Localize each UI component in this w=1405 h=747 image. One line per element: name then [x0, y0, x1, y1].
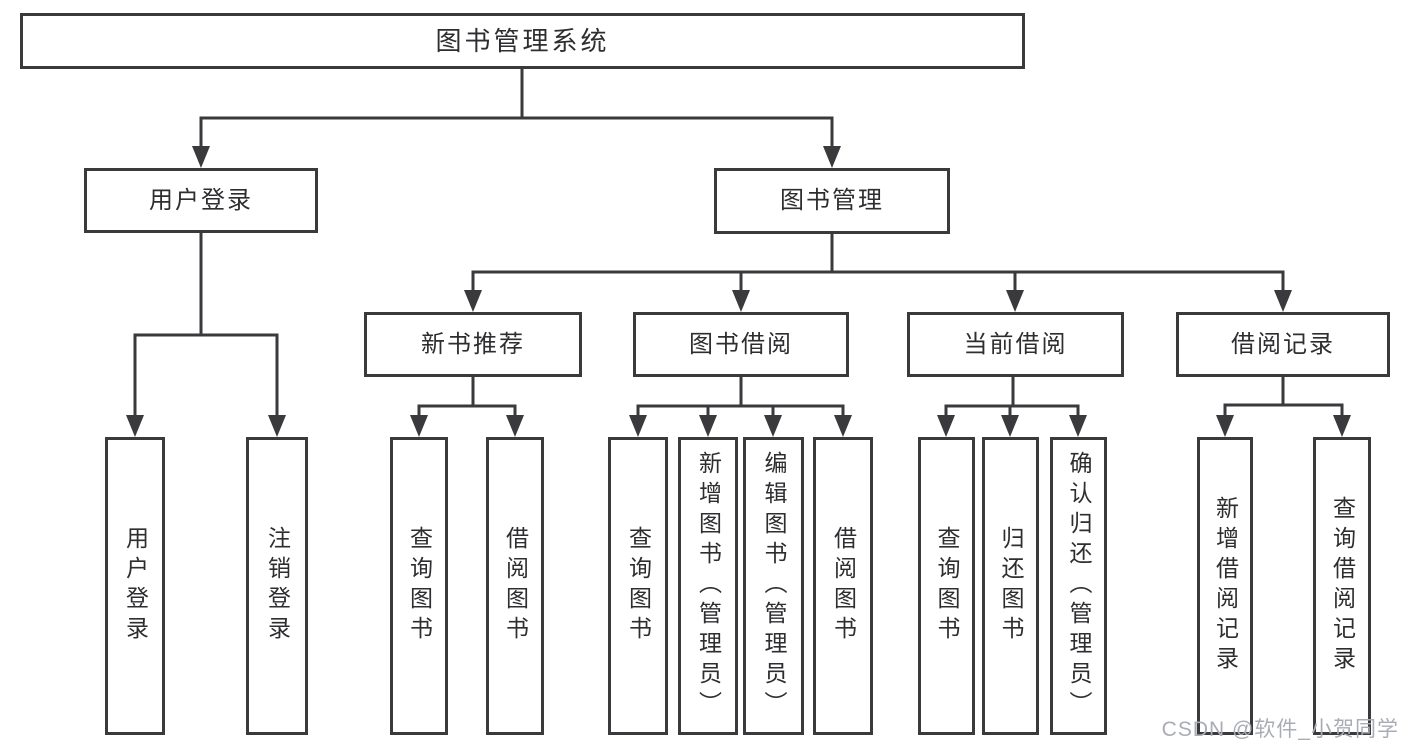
node-new-book-recommendation: 新书推荐: [364, 312, 582, 377]
node-user-login-module: 用户登录: [84, 168, 318, 233]
leaf-user-login: 用户登录: [105, 437, 165, 735]
node-book-management-module: 图书管理: [714, 168, 950, 234]
leaf-return-books: 归还图书: [982, 437, 1039, 735]
leaf-confirm-return-admin: 确认归还（管理员）: [1050, 437, 1107, 735]
leaf-current-query-books: 查询图书: [918, 437, 975, 735]
leaf-add-borrow-record: 新增借阅记录: [1197, 437, 1253, 735]
leaf-edit-books-admin: 编辑图书（管理员）: [743, 437, 804, 735]
node-borrowing-records: 借阅记录: [1176, 312, 1390, 377]
leaf-logout: 注销登录: [246, 437, 308, 735]
node-book-borrowing: 图书借阅: [633, 312, 849, 377]
leaf-borrowing-query-books: 查询图书: [608, 437, 668, 735]
node-library-management-system: 图书管理系统: [20, 13, 1025, 69]
leaf-recommend-borrow-books: 借阅图书: [486, 437, 544, 735]
leaf-query-borrow-record: 查询借阅记录: [1313, 437, 1371, 735]
node-current-borrowing: 当前借阅: [907, 312, 1124, 377]
csdn-watermark: CSDN @软件_小贺同学: [1161, 718, 1399, 741]
leaf-borrowing-borrow-books: 借阅图书: [813, 437, 873, 735]
leaf-add-books-admin: 新增图书（管理员）: [678, 437, 738, 735]
leaf-recommend-query-books: 查询图书: [390, 437, 448, 735]
